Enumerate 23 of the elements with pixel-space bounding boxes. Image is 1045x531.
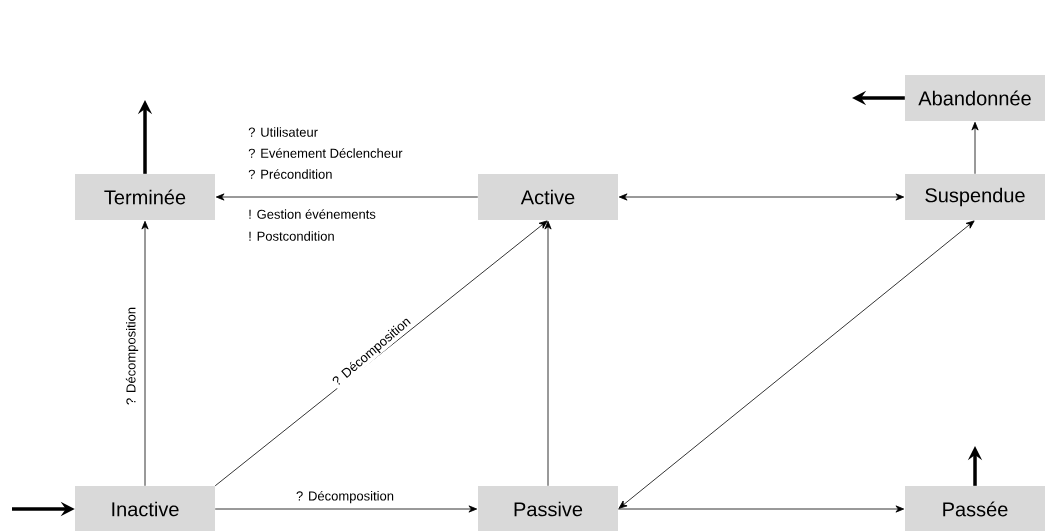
- state-box: Active: [478, 174, 618, 220]
- condition-label: ? Précondition: [248, 169, 332, 179]
- state-box: Inactive: [75, 486, 215, 531]
- arrow: [618, 193, 905, 201]
- arrow: [214, 220, 548, 487]
- arrow: [141, 220, 149, 487]
- condition-label: ! Postcondition: [249, 231, 334, 241]
- condition-label: ? Evénement Déclencheur: [248, 148, 403, 158]
- condition-label: ? Utilisateur: [248, 127, 318, 137]
- state-box: Terminée: [75, 174, 215, 220]
- arrow: [617, 505, 905, 513]
- arrow: [544, 220, 552, 487]
- state-box: Suspendue: [905, 174, 1045, 220]
- edge-label: ? Décomposition: [295, 489, 395, 505]
- state-box: Passive: [478, 486, 618, 531]
- arrow: [618, 220, 975, 509]
- condition-label: ! Gestion événements: [249, 209, 376, 219]
- state-box: Abandonnée: [905, 75, 1045, 121]
- arrow: [215, 193, 479, 201]
- edge-label: ? Décomposition: [124, 306, 140, 406]
- arrow: [214, 505, 478, 513]
- arrow: [971, 121, 979, 175]
- state-box: Passée: [905, 486, 1045, 531]
